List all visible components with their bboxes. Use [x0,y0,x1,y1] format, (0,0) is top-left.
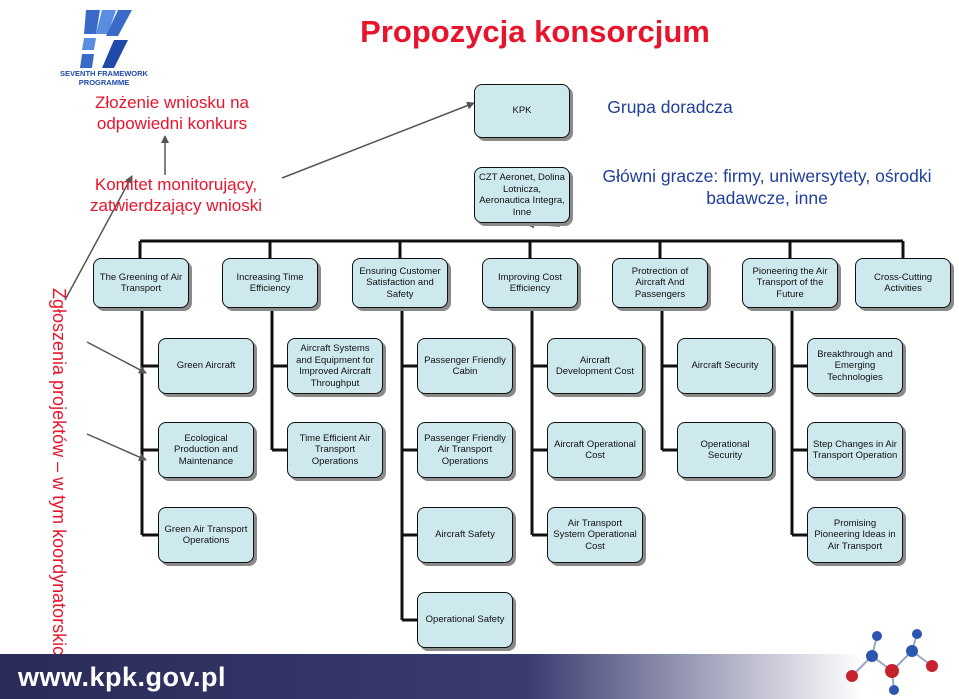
item-passenger-cabin: Passenger Friendly Cabin [417,338,513,394]
kpk-box: KPK [474,84,570,138]
header-protection: Protrection of Aircraft And Passengers [612,258,708,308]
footer-bar: www.kpk.gov.pl [0,654,959,699]
item-operational-safety: Operational Safety [417,592,513,648]
header-cost-efficiency: Improving Cost Efficiency [482,258,578,308]
item-green-air-transport-ops: Green Air Transport Operations [158,507,254,563]
molecule-graphic-icon [846,629,938,695]
czt-box: CZT Aeronet, Dolina Lotnicza, Aeronautic… [474,167,570,223]
header-time-efficiency: Increasing Time Efficiency [222,258,318,308]
item-time-efficient-ops: Time Efficient Air Transport Operations [287,422,383,478]
page-title: Propozycja konsorcjum [360,14,710,49]
advisory-group-label: Grupa doradcza [607,97,733,117]
item-aircraft-safety: Aircraft Safety [417,507,513,563]
fp7-logo-icon [80,10,132,68]
header-customer-safety: Ensuring Customer Satisfaction and Safet… [352,258,448,308]
item-operational-security: Operational Security [677,422,773,478]
item-step-changes: Step Changes in Air Transport Operation [807,422,903,478]
item-passenger-ops: Passenger Friendly Air Transport Operati… [417,422,513,478]
header-greening: The Greening of Air Transport [93,258,189,308]
item-green-aircraft: Green Aircraft [158,338,254,394]
item-aircraft-security: Aircraft Security [677,338,773,394]
header-cross-cutting: Cross-Cutting Activities [855,258,951,308]
fp7-logo-text: SEVENTH FRAMEWORK PROGRAMME [56,69,152,87]
logo-line-1: SEVENTH FRAMEWORK [60,69,148,78]
item-aircraft-dev-cost: Aircraft Development Cost [547,338,643,394]
main-players-label: Główni gracze: firmy, uniwersytety, ośro… [602,166,932,208]
submit-label: Złożenie wniosku na odpowiedni konkurs [94,93,250,133]
logo-line-2: PROGRAMME [78,77,130,87]
item-breakthrough-tech: Breakthrough and Emerging Technologies [807,338,903,394]
committee-label: Komitet monitorujący, zatwierdzający wni… [90,175,262,215]
footer-url: www.kpk.gov.pl [18,662,227,692]
item-aircraft-op-cost: Aircraft Operational Cost [547,422,643,478]
item-ats-op-cost: Air Transport System Operational Cost [547,507,643,563]
item-ecological-production: Ecological Production and Maintenance [158,422,254,478]
item-aircraft-systems: Aircraft Systems and Equipment for Impro… [287,338,383,394]
header-pioneering: Pioneering the Air Transport of the Futu… [742,258,838,308]
vertical-label: Zgłoszenia projektów – w tym koordynator… [49,288,69,666]
item-pioneering-ideas: Promising Pioneering Ideas in Air Transp… [807,507,903,563]
